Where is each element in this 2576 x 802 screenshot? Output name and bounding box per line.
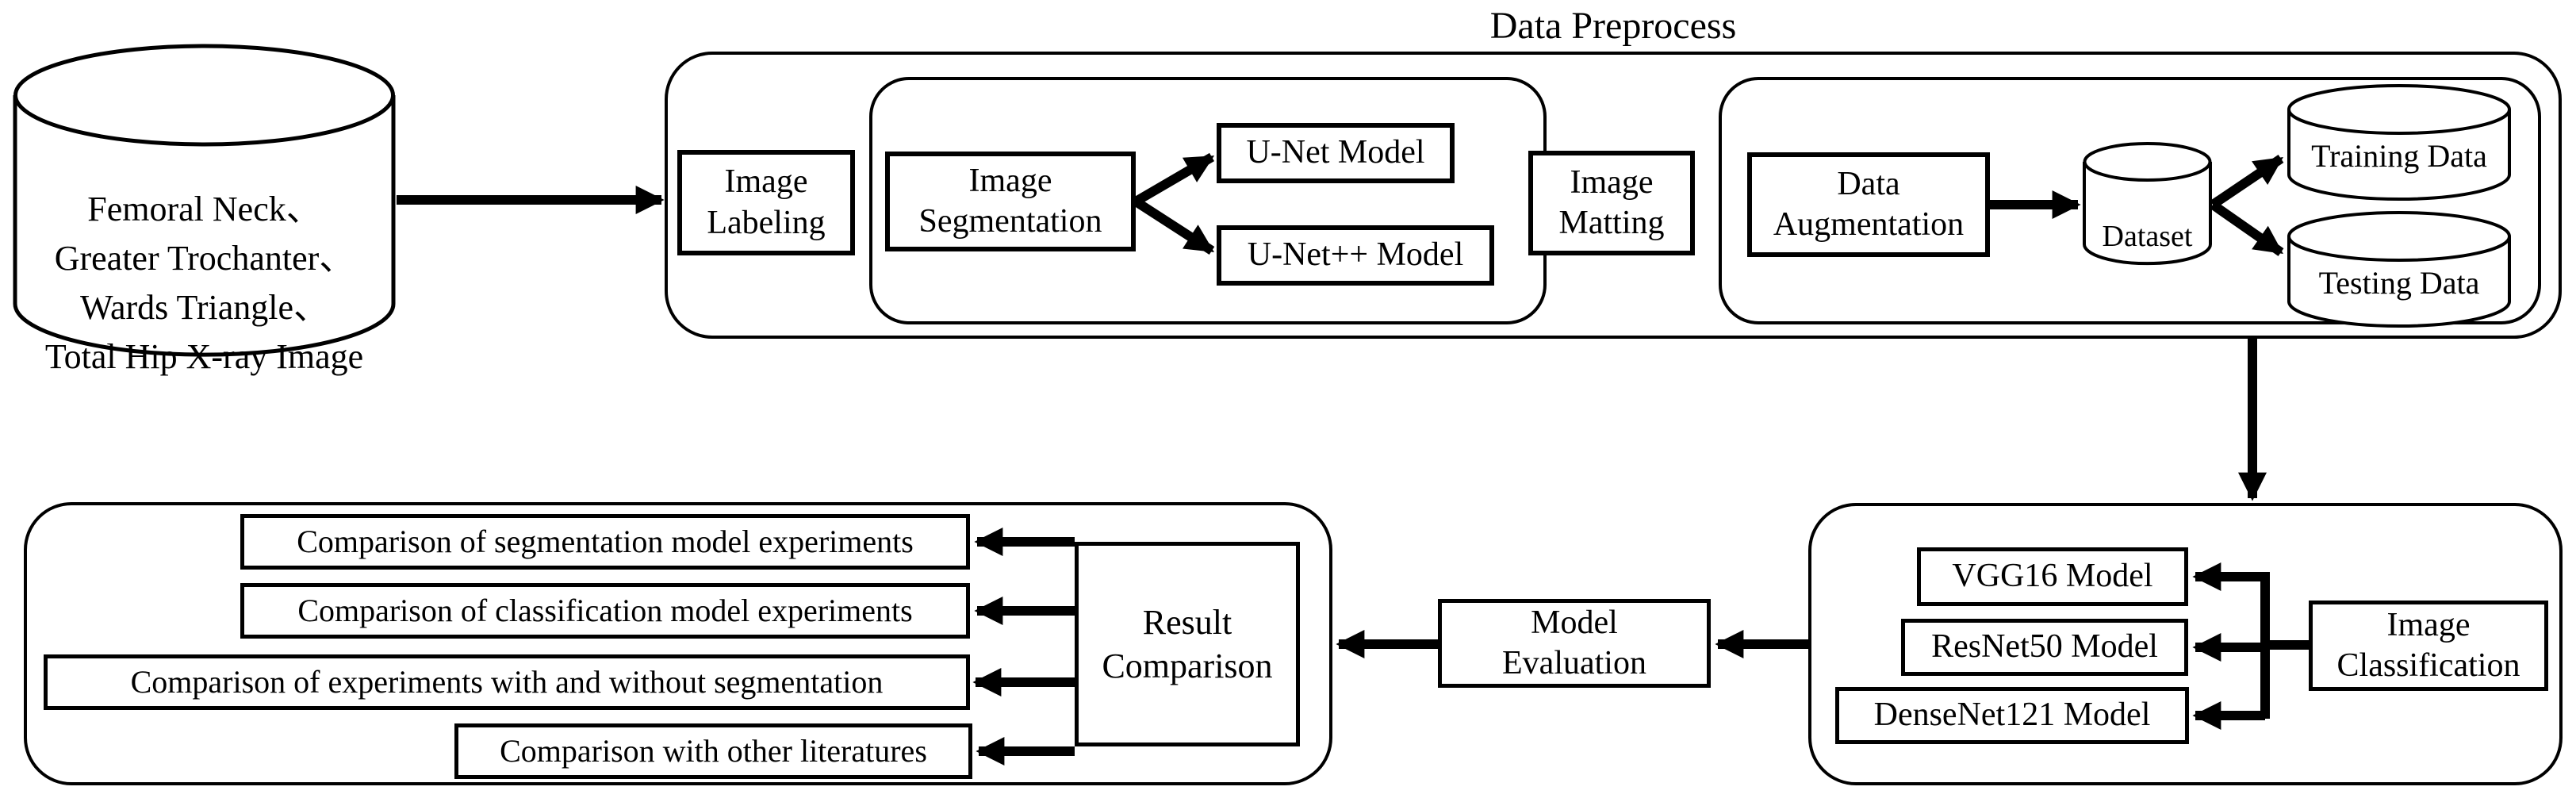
arrow-segmentation-to-unet [1133,152,1215,206]
result-comparison-container [24,502,1332,785]
data-preprocess-container [665,52,2562,339]
source-line-3: Wards Triangle、 [79,288,328,327]
data-augmentation-line-2: Augmentation [1773,206,1965,243]
source-line-4: Total Hip X-ray Image [44,337,364,376]
comparison-with-without-segmentation-box: Comparison of experiments with and witho… [44,654,970,710]
testing-data-label: Testing Data [2318,265,2480,301]
vgg16-model-label: VGG16 Model [1952,558,2153,595]
dataset-cylinder: Dataset [2082,141,2213,280]
source-database-cylinder: Femoral Neck、 Greater Trochanter、 Wards … [12,40,397,376]
augmentation-container [1719,77,2541,324]
data-augmentation-box: Data Augmentation [1747,152,1990,257]
image-labeling-box: Image Labeling [677,150,855,255]
unetpp-model-label: U-Net++ Model [1247,236,1464,274]
resnet50-model-box: ResNet50 Model [1901,619,2188,676]
result-comparison-box: Result Comparison [1075,542,1300,746]
unet-model-box: U-Net Model [1217,123,1455,183]
database-icon [2083,142,2212,266]
source-database-label: Femoral Neck、 Greater Trochanter、 Wards … [12,185,397,382]
comparison-other-literatures-box: Comparison with other literatures [454,723,972,779]
arrow-segmentation-to-unetpp [1133,197,1215,255]
image-matting-line-2: Matting [1558,205,1665,241]
data-augmentation-line-1: Data [1837,165,1900,202]
image-segmentation-line-2: Segmentation [918,203,1102,240]
image-segmentation-line-1: Image [968,162,1052,199]
database-icon [13,44,396,357]
image-classification-box: Image Classification [2309,601,2548,691]
classification-container [1808,503,2563,785]
training-data-cylinder: Training Data [2287,83,2512,204]
unetpp-model-box: U-Net++ Model [1217,225,1494,286]
result-comparison-line-2: Comparison [1102,647,1273,685]
resnet50-model-label: ResNet50 Model [1931,628,2158,666]
unet-model-label: U-Net Model [1246,134,1425,171]
model-evaluation-line-2: Evaluation [1502,645,1646,681]
densenet121-model-label: DenseNet121 Model [1873,696,2151,734]
dataset-label: Dataset [2102,220,2193,253]
training-data-label: Training Data [2311,138,2487,174]
image-classification-line-1: Image [2386,606,2471,643]
source-line-1: Femoral Neck、 [87,190,321,228]
comparison-other-literatures-label: Comparison with other literatures [500,733,927,769]
image-labeling-line-2: Labeling [707,204,826,241]
image-segmentation-box: Image Segmentation [885,152,1136,251]
arrow-dataset-to-training [2210,155,2284,209]
image-matting-line-1: Image [1570,163,1654,201]
result-comparison-line-1: Result [1142,603,1232,642]
comparison-segmentation-box: Comparison of segmentation model experim… [240,514,970,570]
vgg16-model-box: VGG16 Model [1917,547,2188,606]
model-evaluation-line-1: Model [1531,604,1618,641]
comparison-classification-label: Comparison of classification model exper… [297,593,913,628]
densenet121-model-box: DenseNet121 Model [1835,687,2189,744]
testing-data-cylinder: Testing Data [2287,210,2512,331]
comparison-segmentation-label: Comparison of segmentation model experim… [297,524,914,559]
database-icon [2287,84,2511,201]
source-line-2: Greater Trochanter、 [54,239,355,278]
model-evaluation-box: Model Evaluation [1438,599,1711,688]
comparison-with-without-segmentation-label: Comparison of experiments with and witho… [130,664,884,700]
image-matting-box: Image Matting [1528,151,1695,255]
arrow-dataset-to-testing [2210,201,2284,256]
data-preprocess-title: Data Preprocess [1489,5,1737,47]
comparison-classification-box: Comparison of classification model exper… [240,583,970,639]
image-classification-line-2: Classification [2336,647,2520,684]
database-icon [2287,211,2511,328]
image-labeling-line-1: Image [724,163,808,201]
